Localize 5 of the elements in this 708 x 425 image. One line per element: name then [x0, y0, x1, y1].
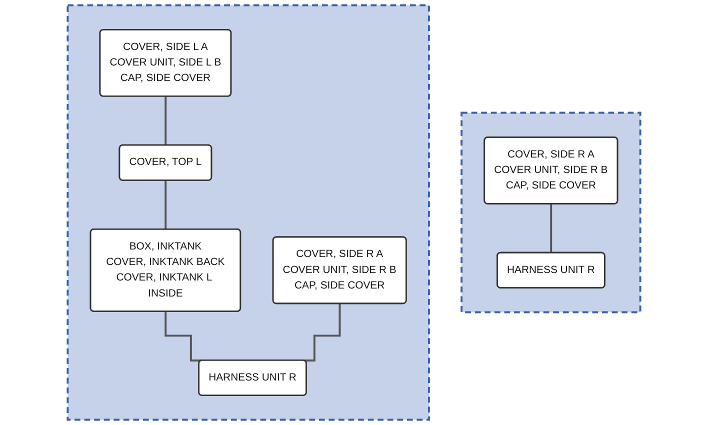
cluster	[66, 4, 430, 421]
cluster	[460, 112, 642, 314]
connector	[164, 180, 167, 230]
connector	[550, 203, 552, 254]
connector	[164, 96, 167, 146]
